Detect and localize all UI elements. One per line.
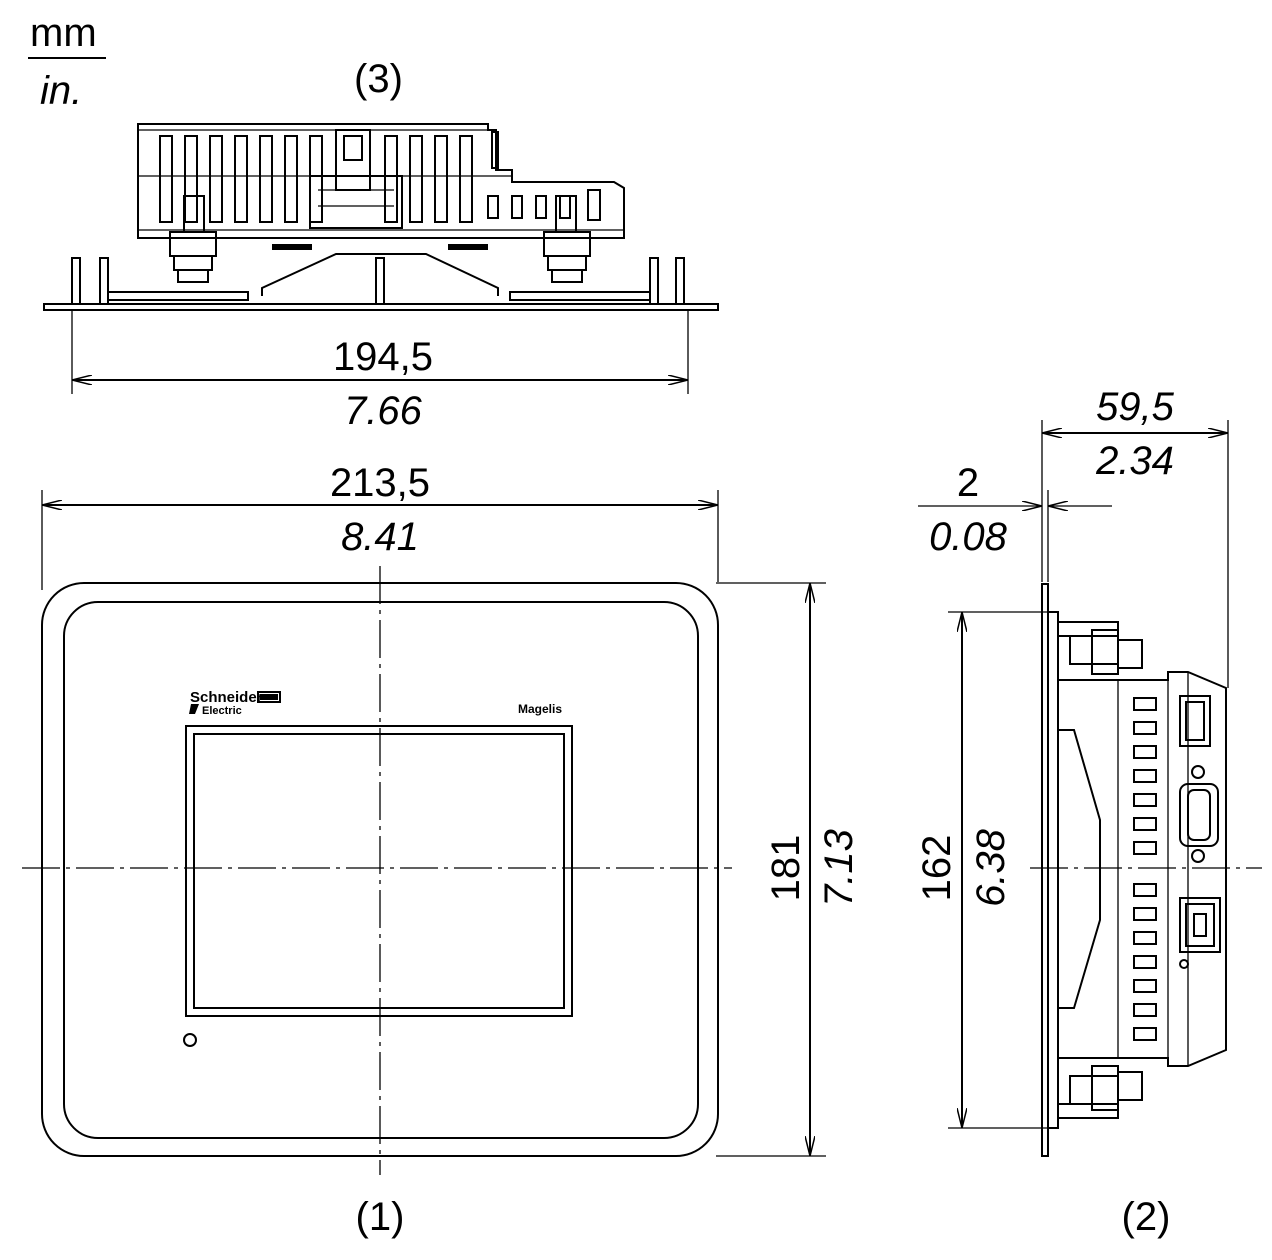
front-screen — [193, 733, 565, 1009]
side-trapezoid — [1058, 729, 1101, 1009]
svg-text:Schneider: Schneider — [190, 689, 263, 706]
schneider-logo: Schneider Electric — [189, 689, 281, 717]
dim-front-width-mm: 213,5 — [330, 461, 430, 505]
top-view-rail-left — [107, 291, 249, 301]
dim-side-height-mm: 162 — [915, 835, 959, 902]
dim-front-width-in: 8.41 — [341, 515, 419, 559]
dim-side-height-in: 6.38 — [969, 828, 1013, 907]
top-view-bezel — [43, 303, 719, 311]
front-view: 213,5 8.41 Schneider Electric Magelis 18… — [22, 461, 861, 1239]
dim-front-height-mm: 181 — [764, 835, 808, 902]
dim-side-depth-mm: 59,5 — [1096, 385, 1175, 429]
dim-top-width-in: 7.66 — [344, 389, 423, 433]
side-ethernet-port — [1179, 897, 1221, 969]
dim-front-height-in: 7.13 — [817, 829, 861, 907]
top-view-slot-right — [448, 244, 488, 250]
top-view: (3) — [43, 57, 719, 433]
side-vents — [1133, 697, 1157, 1041]
side-clip-bottom — [1057, 1065, 1143, 1119]
dim-side-depth-in: 2.34 — [1095, 439, 1174, 483]
side-serial-port — [1179, 765, 1219, 863]
units-legend: mm in. — [28, 11, 106, 113]
view-label-front: (1) — [356, 1195, 405, 1239]
top-view-connector — [309, 129, 499, 229]
top-view-rail-right — [509, 291, 651, 301]
top-view-vents — [159, 135, 601, 223]
side-clip-top — [1057, 621, 1143, 675]
top-view-slot-left — [272, 244, 312, 250]
top-view-clips — [169, 195, 591, 283]
magelis-logo: Magelis — [518, 702, 562, 716]
side-gasket — [1047, 611, 1059, 1129]
top-view-body — [137, 123, 625, 239]
top-view-posts — [71, 257, 685, 305]
dim-bezel-in: 0.08 — [929, 515, 1008, 559]
top-view-trapezoid — [261, 253, 499, 296]
view-label-top: (3) — [354, 57, 403, 101]
front-bezel-inner — [63, 601, 699, 1139]
dim-bezel-mm: 2 — [957, 461, 979, 505]
side-usb-port — [1179, 695, 1211, 747]
front-led — [183, 1033, 197, 1047]
side-body — [1057, 671, 1227, 1067]
front-screen-frame — [185, 725, 573, 1017]
dim-top-width-mm: 194,5 — [333, 335, 433, 379]
units-in: in. — [40, 69, 82, 113]
side-view: 59,5 2.34 2 0.08 162 6.38 — [915, 385, 1262, 1239]
view-label-side: (2) — [1122, 1195, 1171, 1239]
units-mm: mm — [30, 11, 97, 55]
svg-text:Electric: Electric — [202, 705, 242, 717]
